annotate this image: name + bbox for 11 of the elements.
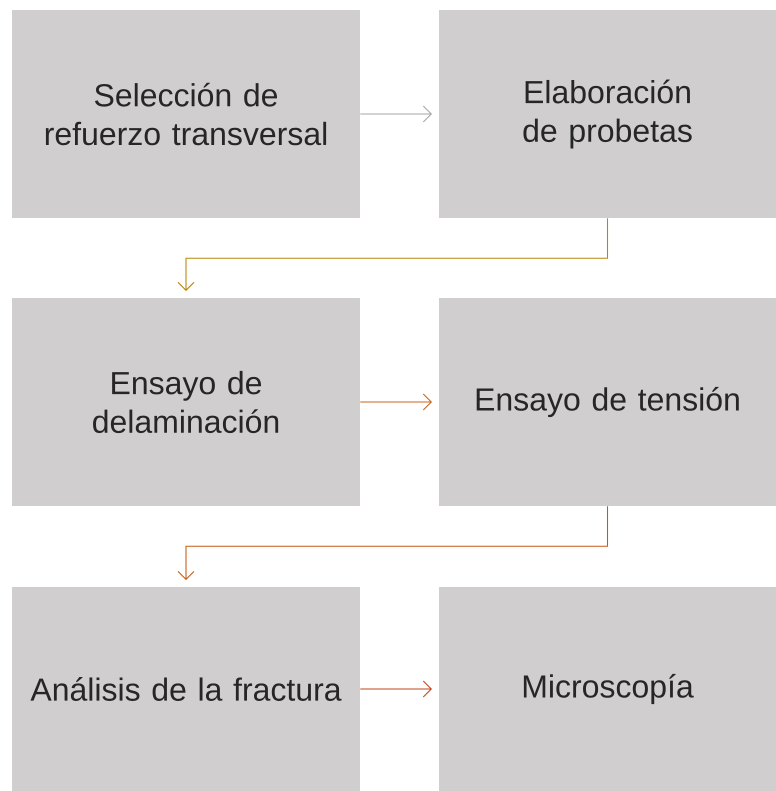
arrow: [360, 680, 432, 698]
process-box: Elaboración de probetas: [438, 10, 776, 218]
arrow: [360, 394, 432, 410]
process-box: Análisis de la fractura: [12, 587, 360, 791]
arrow: [360, 106, 432, 122]
process-box: Ensayo de tensión: [438, 298, 776, 506]
process-box: Selección de refuerzo transversal: [12, 10, 360, 218]
arrow: [178, 218, 608, 292]
arrow: [178, 506, 608, 580]
process-box: Ensayo de delaminación: [12, 298, 360, 506]
process-box: Microscopía: [438, 587, 776, 791]
